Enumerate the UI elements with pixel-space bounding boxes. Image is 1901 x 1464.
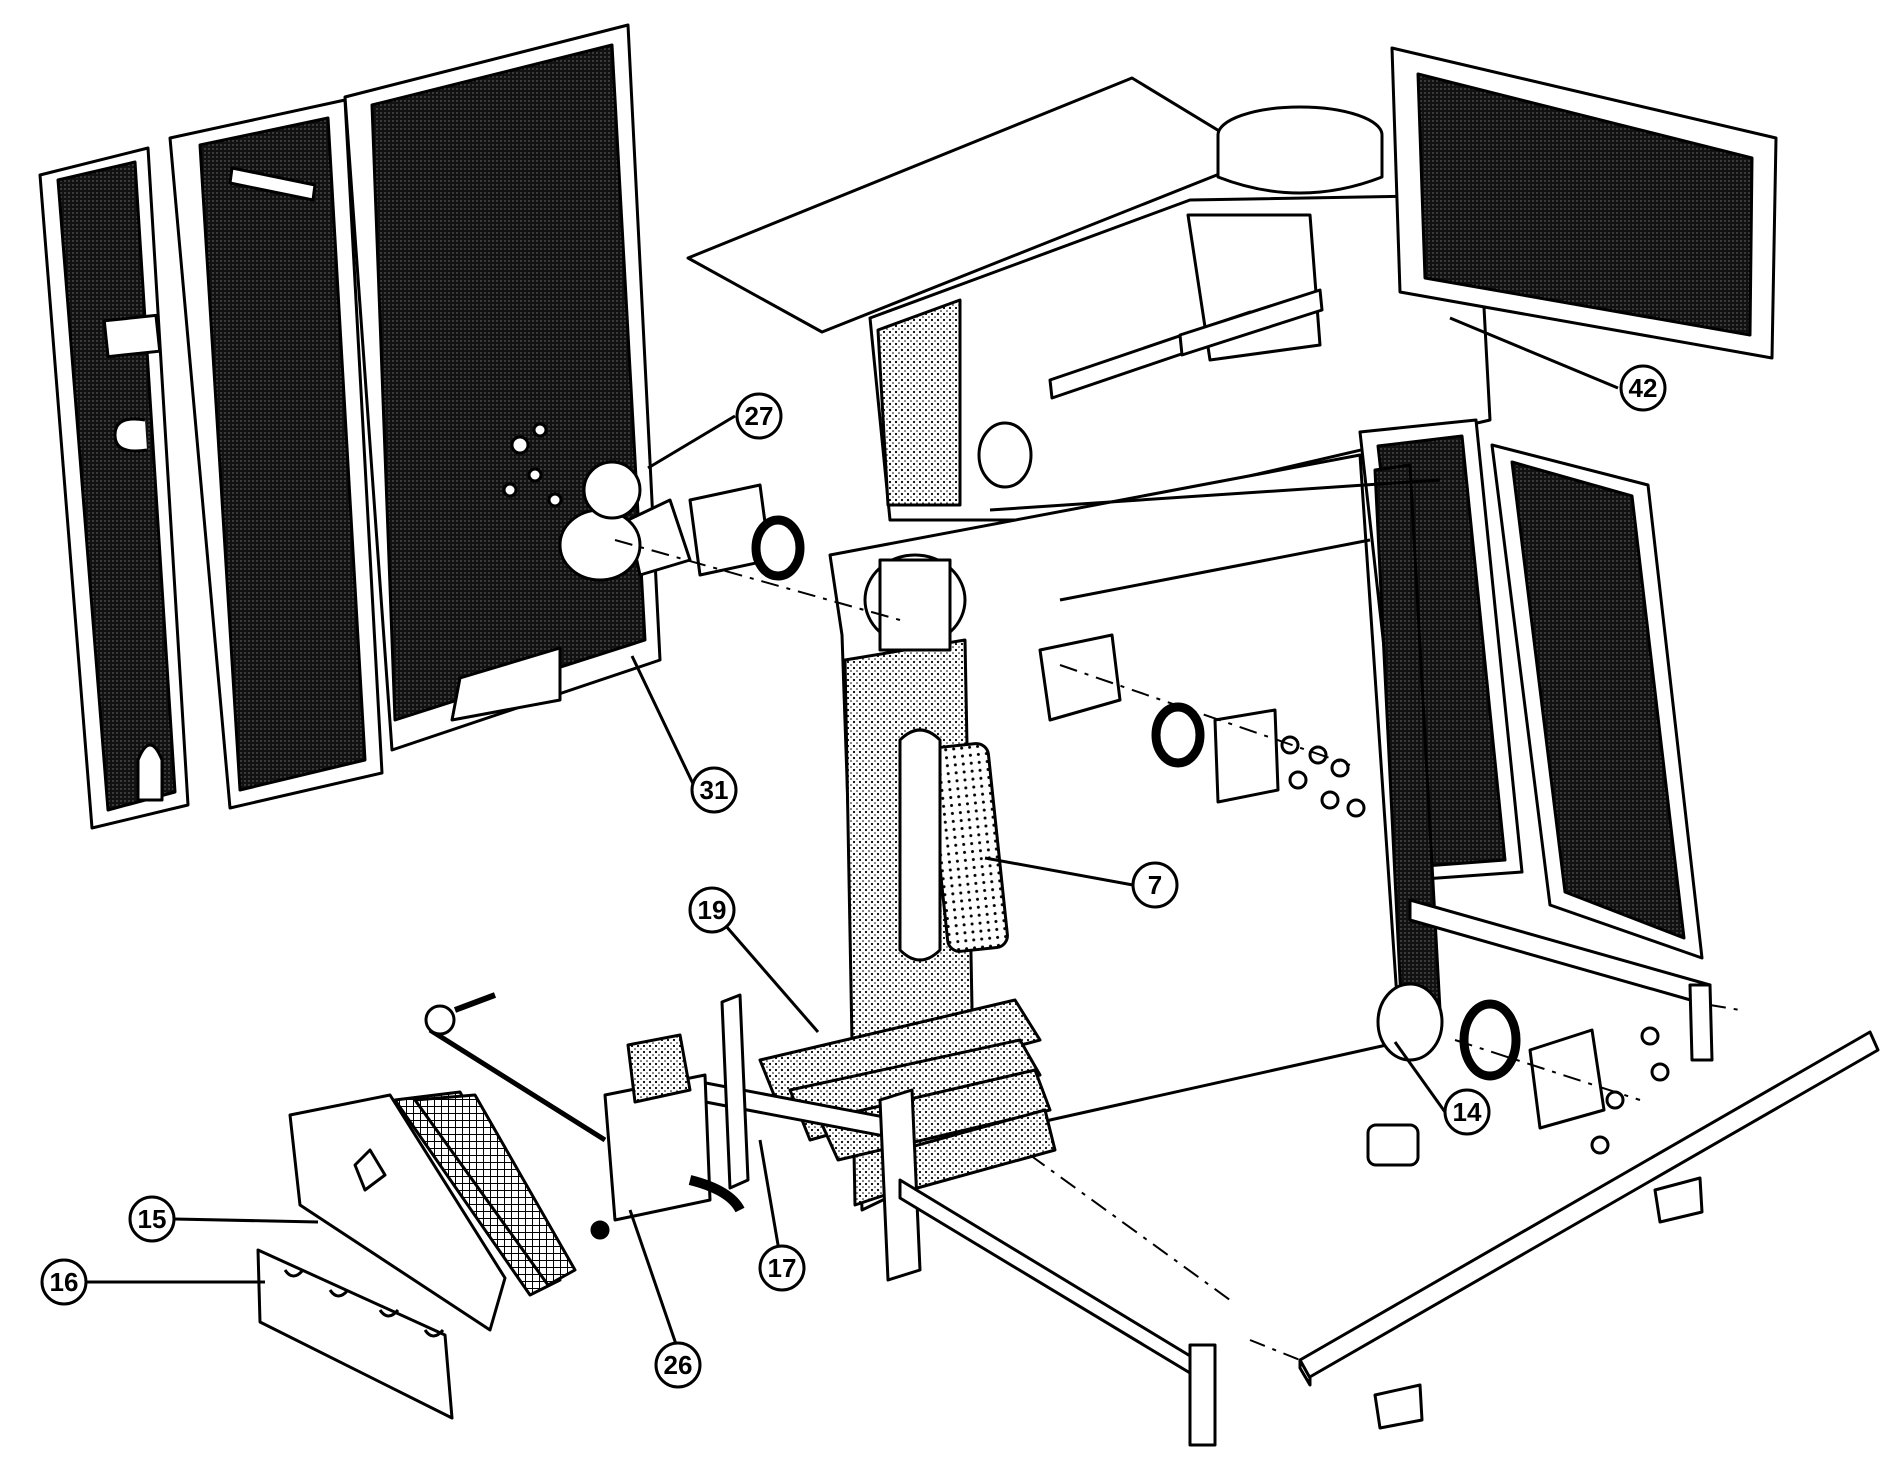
callout-26-circle: [654, 1341, 702, 1389]
callout-31-circle: [690, 766, 738, 814]
callout-31: 31: [690, 766, 738, 814]
heat-exchanger-coil: [898, 728, 1009, 962]
callout-26-label: 26: [664, 1350, 693, 1380]
callout-15-circle: [128, 1195, 176, 1243]
callout-17: 17: [758, 1244, 806, 1292]
gas-valve: [603, 1033, 745, 1222]
callout-16: 16: [40, 1258, 88, 1306]
callout-27-circle: [735, 392, 783, 440]
callout-42-label: 42: [1629, 373, 1658, 403]
left-side-panel: [38, 146, 190, 830]
callout-17-label: 17: [768, 1253, 797, 1283]
callout-14-circle: [1443, 1088, 1491, 1136]
callout-19: 19: [688, 886, 736, 934]
burner-manifold-bar: [688, 993, 922, 1282]
pilot-assembly: [424, 992, 607, 1143]
callout-14-label: 14: [1453, 1097, 1482, 1127]
alignment-lines: [614, 539, 1641, 1301]
callout-7-label: 7: [1148, 870, 1162, 900]
rear-casing-panel: [343, 23, 662, 752]
control-panel: [288, 1090, 610, 1332]
callout-16-circle: [40, 1258, 88, 1306]
callout-42-circle: [1619, 364, 1667, 412]
callout-16-label: 16: [50, 1267, 79, 1297]
callout-15-label: 15: [138, 1204, 167, 1234]
callout-27: 27: [735, 392, 783, 440]
callout-27-label: 27: [745, 401, 774, 431]
callout-31-label: 31: [700, 775, 729, 805]
lower-right-flange-set: [1366, 982, 1670, 1167]
front-door-panel: [168, 98, 384, 810]
callout-26: 26: [654, 1341, 702, 1389]
right-flange-gasket-set: [1038, 633, 1366, 818]
left-flange-gasket-set: [558, 460, 805, 582]
callout-7: 7: [1131, 861, 1179, 909]
control-panel-cover: [256, 1248, 454, 1420]
draught-diverter-hood: [868, 193, 1492, 522]
callout-group: 27 42 31 7 19 14 15 16 17 26: [40, 364, 1667, 1389]
callout-19-circle: [688, 886, 736, 934]
base-frame: [898, 898, 1880, 1447]
right-outer-panel: [1490, 443, 1704, 960]
callout-15: 15: [128, 1195, 176, 1243]
callout-7-circle: [1131, 861, 1179, 909]
callout-42: 42: [1619, 364, 1667, 412]
callout-19-label: 19: [698, 895, 727, 925]
callout-14: 14: [1443, 1088, 1491, 1136]
rear-top-panel: [1390, 46, 1778, 360]
callout-17-circle: [758, 1244, 806, 1292]
callout-leaders: [87, 316, 1619, 1351]
top-cover-plate: [686, 76, 1384, 334]
